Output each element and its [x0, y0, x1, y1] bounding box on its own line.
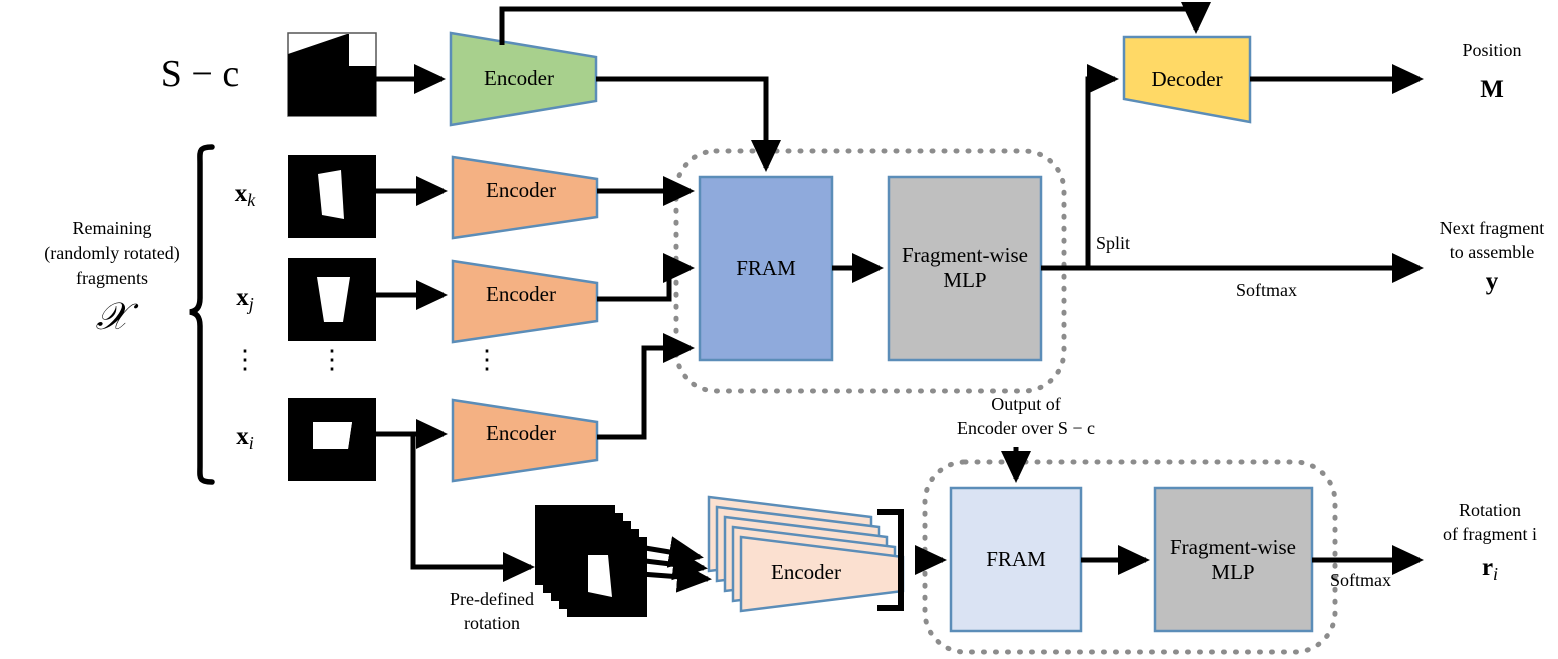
next-fragment-output-line2: to assemble	[1449, 242, 1535, 262]
fragment-label-xk: xk	[235, 180, 256, 211]
fragments-group-caption-line1: Remaining	[72, 218, 152, 238]
rotation-output-line1: Rotation	[1459, 500, 1521, 520]
fragment-encoder-xk-label: Encoder	[486, 178, 556, 202]
fragment-label-xi-symbol: x	[236, 423, 249, 450]
mlp-label-bottom-line2: MLP	[1211, 560, 1255, 584]
predefined-rotation-line2: rotation	[464, 613, 520, 633]
rotation-encoder-bracket	[877, 509, 904, 611]
ellipsis-images-column: ⋮	[319, 345, 345, 374]
edge-xi-to-predefined-rotation	[410, 434, 536, 582]
fragment-label-xk-symbol: x	[234, 180, 248, 207]
split-annotation: Split	[1096, 233, 1131, 253]
edge-rotstack-to-encoder-3	[640, 560, 712, 593]
mlp-label-bottom-line1: Fragment-wise	[1170, 535, 1296, 559]
fragment-label-xj-symbol: x	[236, 284, 249, 311]
fram-block-bottom[interactable]	[949, 486, 1083, 633]
fragment-label-xj-subscript: j	[248, 294, 254, 315]
edge-xi-encoder-to-fram	[597, 333, 696, 440]
edge-split-to-decoder	[1085, 64, 1120, 268]
mlp-label-top-line1: Fragment-wise	[902, 243, 1028, 267]
next-fragment-output-line1: Next fragment	[1439, 218, 1545, 238]
encoder-output-annotation-line2: Encoder over S − c	[956, 418, 1096, 438]
rotation-output-symbol-base: r	[1481, 554, 1494, 581]
softmax-annotation-top: Softmax	[1236, 280, 1297, 300]
next-fragment-output-symbol: y	[1485, 268, 1499, 295]
fragment-encoder-xk-shape[interactable]	[451, 155, 599, 240]
edge-context-encoder-to-decoder-top	[499, 2, 1211, 45]
ellipsis-labels-column: ⋮	[232, 345, 258, 374]
softmax-annotation-bottom: Softmax	[1330, 570, 1391, 590]
fragment-image-context	[287, 32, 377, 117]
decoder-label: Decoder	[1151, 67, 1223, 91]
edge-xj-encoder-to-fram	[597, 253, 696, 302]
fragments-group-caption-line3: fragments	[76, 268, 148, 288]
fragment-encoder-xj-label: Encoder	[486, 282, 556, 306]
ellipsis-encoders-column: ⋮	[474, 345, 500, 374]
context-encoder-shape[interactable]	[449, 31, 598, 127]
fragment-encoder-xi-label: Encoder	[486, 421, 556, 445]
position-output-caption: Position	[1462, 40, 1522, 60]
fragment-image-xi	[288, 398, 376, 481]
fram-label-top: FRAM	[736, 256, 796, 280]
fragment-label-xi: xi	[236, 423, 254, 454]
edge-context-encoder-to-fram-top	[596, 76, 781, 173]
encoder-output-annotation-line1: Output of	[991, 394, 1061, 414]
rotation-output-symbol-subscript: i	[1493, 564, 1499, 585]
position-output-symbol: M	[1480, 76, 1504, 103]
fram-label-bottom: FRAM	[986, 547, 1046, 571]
decoder-shape[interactable]	[1122, 35, 1252, 124]
context-encoder-label: Encoder	[484, 66, 554, 90]
fragment-image-stack-rotations	[535, 505, 647, 617]
fragment-image-xj	[288, 258, 376, 341]
fragment-encoder-xi-shape[interactable]	[451, 398, 599, 483]
predefined-rotation-line1: Pre-defined	[450, 589, 534, 609]
rotation-output-line2-text: of fragment i	[1443, 524, 1537, 544]
fragment-image-xk	[288, 155, 376, 238]
fragment-label-xj: xj	[236, 284, 254, 315]
fragment-encoder-xj-shape[interactable]	[451, 259, 599, 344]
context-input-label: S − c	[160, 53, 240, 95]
fragments-group-caption-line2: (randomly rotated)	[44, 243, 180, 263]
fragments-group-brace	[189, 144, 215, 485]
fragment-label-xk-subscript: k	[247, 190, 256, 211]
mlp-label-top-line2: MLP	[943, 268, 987, 292]
mlp-block-bottom[interactable]	[1153, 486, 1314, 633]
fragment-label-xi-subscript: i	[248, 433, 254, 454]
rotation-encoder-label: Encoder	[771, 560, 841, 584]
bottom-branch-dotted-enclosure	[922, 459, 1338, 655]
rotation-output-line2: of fragment i	[1443, 524, 1537, 545]
rotation-output-symbol: ri	[1482, 554, 1498, 585]
fragments-group-symbol: 𝒳	[95, 296, 129, 338]
rotation-encoder-stack-shape[interactable]	[707, 495, 905, 613]
edge-rotstack-to-encoder-2	[636, 548, 708, 581]
